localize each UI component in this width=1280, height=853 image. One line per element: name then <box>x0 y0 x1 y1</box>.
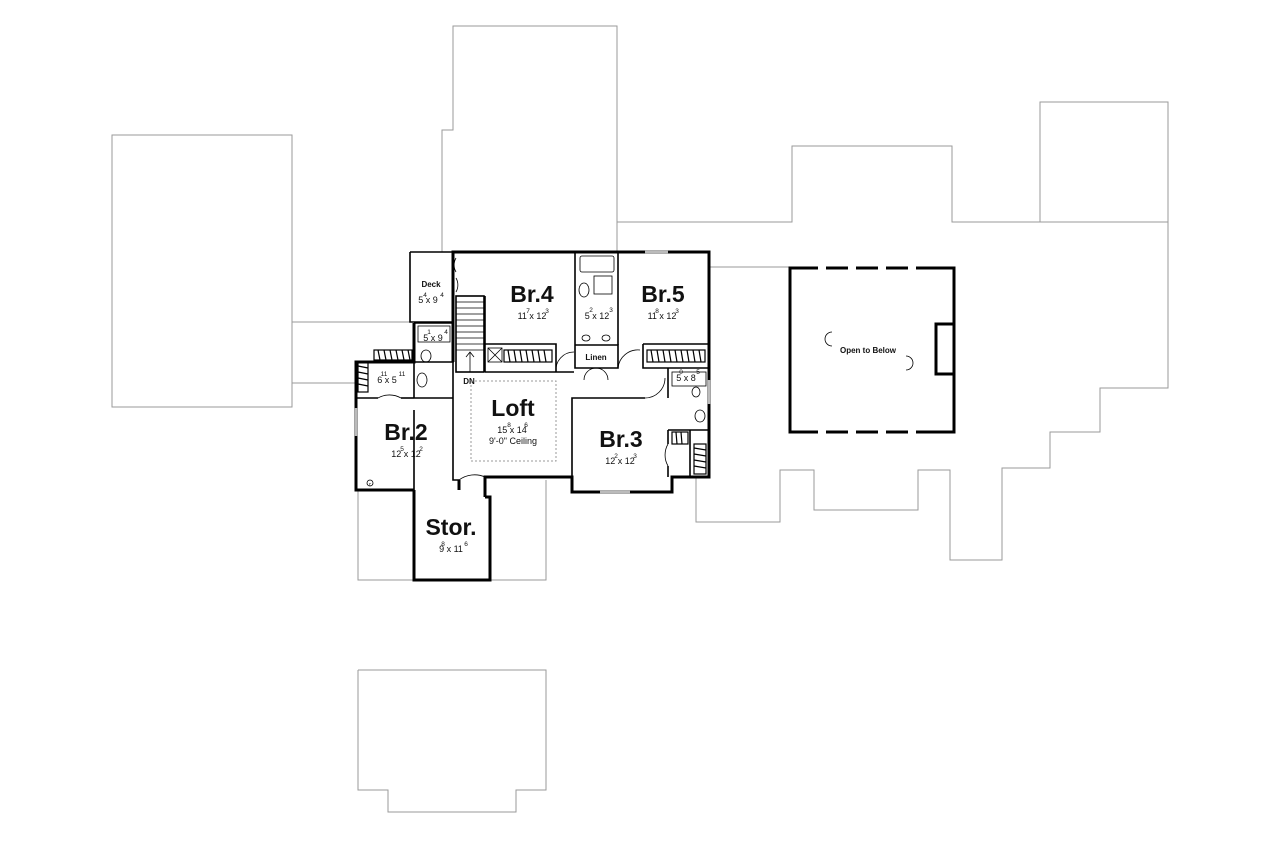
roof-outline <box>111 25 1169 813</box>
open-below-windows <box>818 266 916 434</box>
roof-right-top <box>617 101 1169 223</box>
windows <box>354 250 711 494</box>
loft-dims: 15 x 14 <box>497 425 527 435</box>
toilet-icon <box>578 282 590 298</box>
roof-top-gable <box>441 25 618 252</box>
stairs-label: DN <box>463 377 475 386</box>
br2-sup-a: 5 <box>400 446 404 453</box>
stairs: DN <box>455 295 503 386</box>
br4-name: Br.4 <box>510 281 554 307</box>
roof-right-bottom <box>695 221 1169 561</box>
bath-right-dims: 5 x 8 <box>676 373 696 383</box>
stor-sup-a: 8 <box>441 541 445 548</box>
deck-name: Deck <box>421 280 441 289</box>
loft-sup-a: 8 <box>507 422 511 429</box>
br5-dims: 11 x 12 <box>648 311 677 321</box>
closet-rods <box>357 349 707 475</box>
br5-sup-b: 3 <box>675 308 679 315</box>
shower-icon <box>593 275 613 295</box>
roof-left-block <box>111 134 293 408</box>
roof-bottom-left <box>357 490 414 581</box>
br4-sup-a: 7 <box>526 308 530 315</box>
open-below-chimney <box>934 322 956 376</box>
open-to-below-area: Open to Below <box>788 266 956 434</box>
room-labels: Br.4 11 x 12 7 3 Br.5 11 x 12 8 3 Br.2 1… <box>369 280 700 554</box>
loft-name: Loft <box>491 395 535 421</box>
roof-porch <box>357 669 547 813</box>
bath-fixtures <box>366 255 707 487</box>
arrow-curve-icon <box>905 355 914 371</box>
deck-sup-a: 4 <box>423 292 427 299</box>
loft-sup-b: 6 <box>524 422 528 429</box>
stor-sup-b: 6 <box>464 541 468 548</box>
bath-center-sup-b: 3 <box>609 307 613 314</box>
sink-icon <box>601 334 611 342</box>
toilet-icon <box>691 386 701 398</box>
sink-icon <box>694 409 706 423</box>
br4-dims: 11 x 12 <box>518 311 547 321</box>
br3-sup-a: 2 <box>614 453 618 460</box>
bath-left-dims: 5 x 9 <box>423 333 443 343</box>
sink-icon <box>416 372 428 388</box>
br2-dims: 12 x 12 <box>391 449 421 459</box>
deck-sup-b: 4 <box>440 292 444 299</box>
stor-dims: 9 x 11 <box>439 544 463 554</box>
closet-br4 <box>485 343 557 372</box>
br5-sup-a: 8 <box>655 308 659 315</box>
shower-icon <box>671 371 707 387</box>
deck-dims: 5 x 9 <box>418 295 438 305</box>
loft-ceiling-note: 9'-0" Ceiling <box>489 436 537 446</box>
stor-outer-wall <box>412 490 492 582</box>
open-below-label: Open to Below <box>840 346 897 355</box>
bath-center-sup-a: 2 <box>589 307 593 314</box>
br3-wall <box>571 397 645 477</box>
loft-ceiling-outline <box>470 380 557 462</box>
deck-outline <box>409 252 453 323</box>
main-outer-wall <box>451 250 711 497</box>
br3-sup-b: 3 <box>633 453 637 460</box>
br2-sup-b: 2 <box>419 446 423 453</box>
tub-icon <box>417 325 451 343</box>
closet-br2-sup-b: 11 <box>399 371 406 378</box>
br3-dims: 12 x 12 <box>605 456 635 466</box>
bath-right-sup-a: 0 <box>679 369 683 376</box>
exterior-walls <box>354 250 711 582</box>
tub-icon <box>579 255 615 273</box>
br3-name: Br.3 <box>599 426 642 452</box>
toilet-icon <box>420 349 432 363</box>
arrow-curve-icon <box>824 331 833 347</box>
roof-bottom-right <box>490 480 547 581</box>
closet-br2-dims: 6 x 5 <box>377 375 397 385</box>
bath-left-wall <box>414 322 454 363</box>
br4-sup-b: 3 <box>545 308 549 315</box>
sink-icon <box>581 334 591 342</box>
chase-box <box>487 347 503 363</box>
br5-name: Br.5 <box>641 281 685 307</box>
br2-outer-wall <box>354 323 416 492</box>
bath-right-sup-b: 5 <box>696 369 700 376</box>
corner-mark-label: c <box>369 482 372 488</box>
bath-left-sup-a: 1 <box>427 329 431 336</box>
bath-center-dims: 5 x 12 <box>585 311 610 321</box>
closet-br2-sup-a: 11 <box>381 371 388 378</box>
corner-mark-icon <box>366 479 374 487</box>
br2-name: Br.2 <box>384 419 427 445</box>
door-swings <box>377 257 669 481</box>
linen-label: Linen <box>585 353 606 362</box>
bath-left-sup-b: 4 <box>444 329 448 336</box>
stor-name: Stor. <box>425 514 476 540</box>
interior-walls <box>356 252 709 491</box>
